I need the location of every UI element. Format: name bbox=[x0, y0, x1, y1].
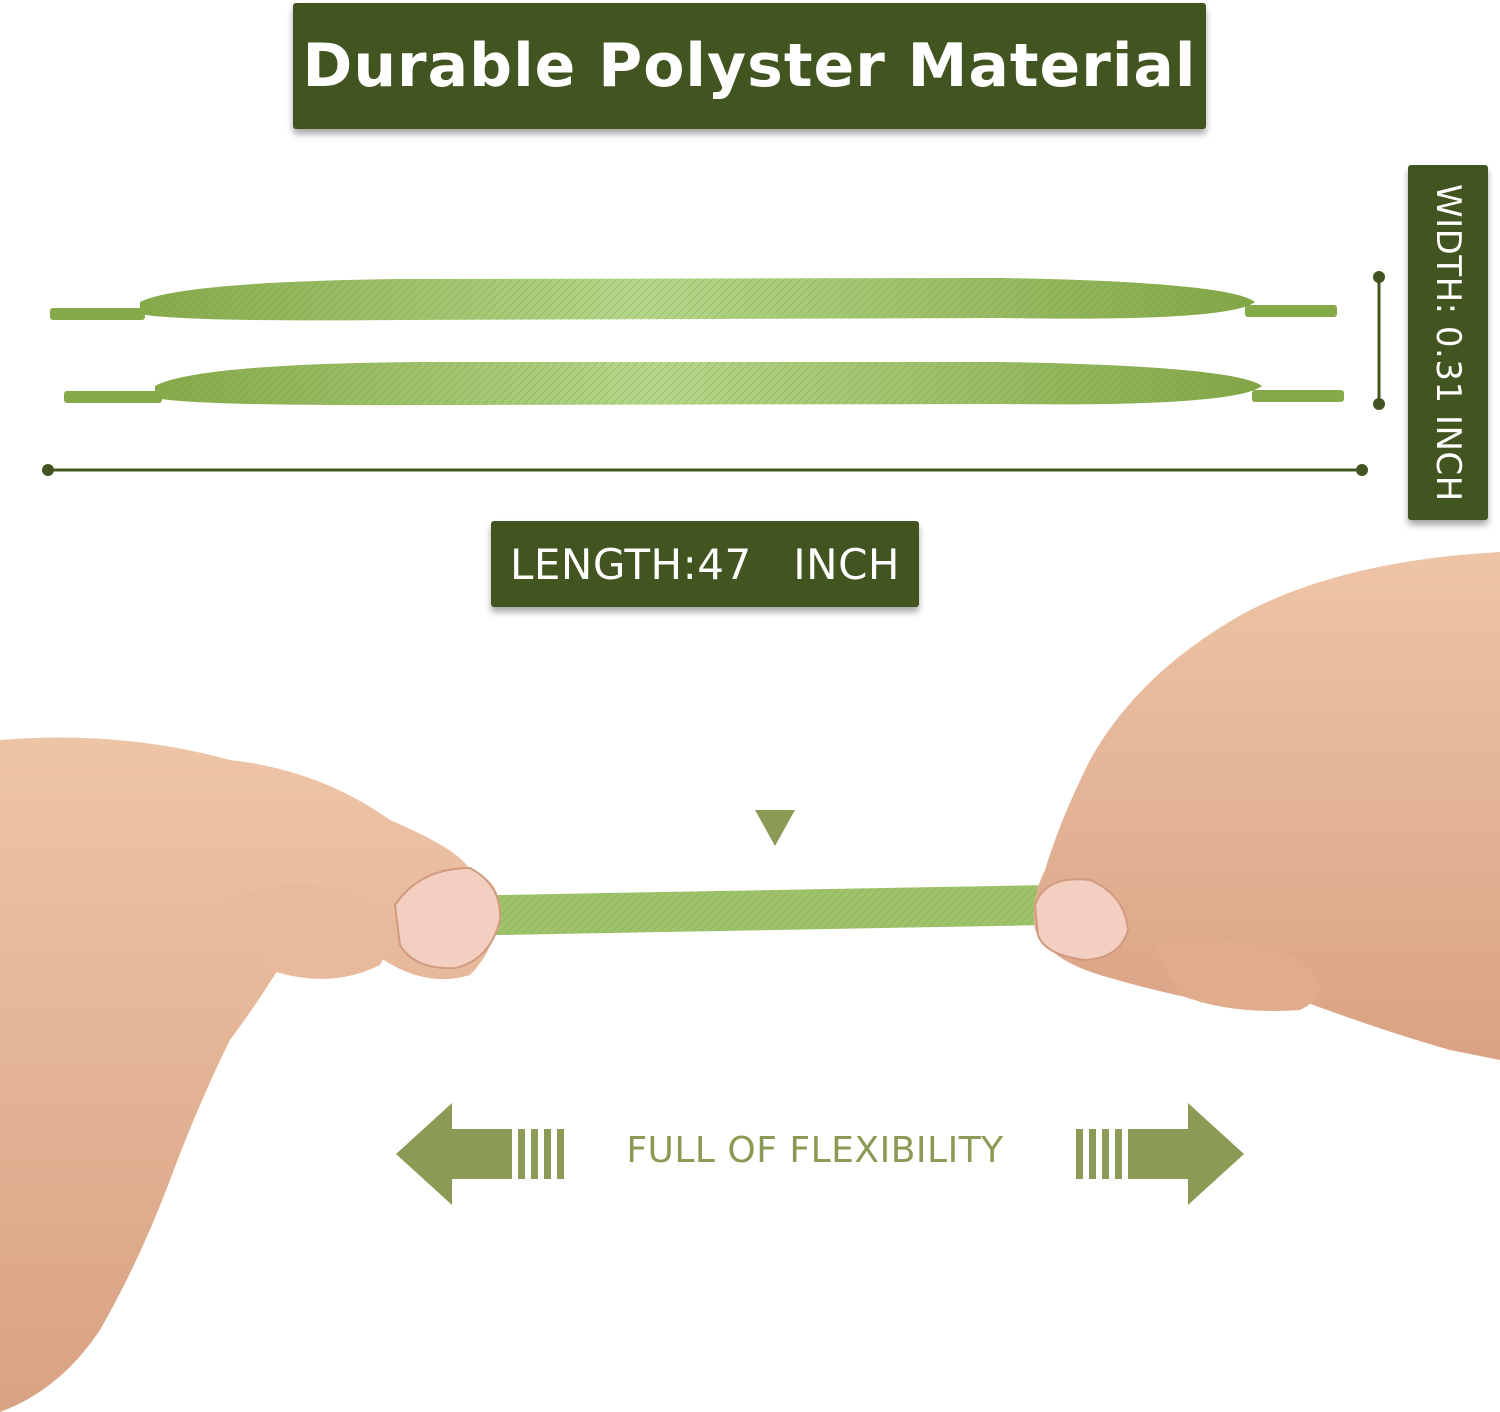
width-banner: WIDTH: 0.31 INCH bbox=[1408, 165, 1488, 520]
length-banner: LENGTH:47 INCH bbox=[491, 521, 919, 607]
right-arrow-icon bbox=[1076, 1103, 1244, 1205]
title-text: Durable Polyster Material bbox=[302, 31, 1197, 101]
right-hand bbox=[1033, 552, 1500, 1060]
width-dimension-line bbox=[1373, 271, 1385, 410]
shoelace-bottom bbox=[64, 362, 1344, 406]
length-dimension-line bbox=[42, 464, 1368, 476]
length-label: LENGTH:47 INCH bbox=[510, 539, 900, 589]
left-arrow-icon bbox=[396, 1103, 564, 1205]
down-triangle-icon bbox=[755, 810, 795, 846]
shoelace-top bbox=[50, 278, 1337, 321]
left-hand bbox=[0, 737, 502, 1412]
title-banner: Durable Polyster Material bbox=[293, 3, 1206, 129]
width-label: WIDTH: 0.31 INCH bbox=[1428, 183, 1468, 502]
flexibility-label: FULL OF FLEXIBILITY bbox=[626, 1130, 1004, 1171]
